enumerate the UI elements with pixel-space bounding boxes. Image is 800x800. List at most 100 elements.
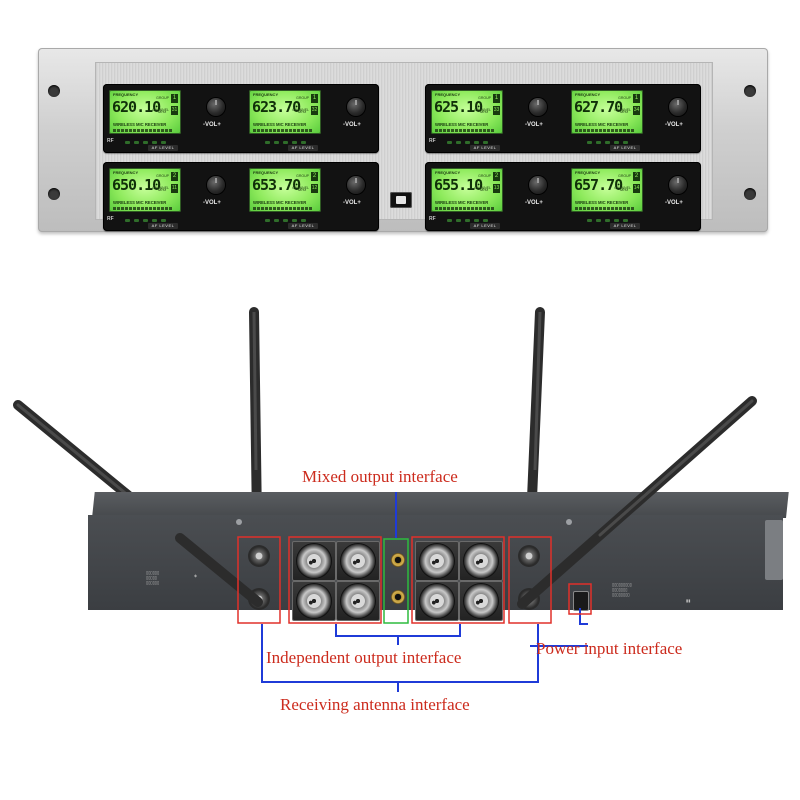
lcd-level-bars xyxy=(435,207,495,210)
rf-led xyxy=(623,141,628,144)
xlr-output-jack[interactable] xyxy=(297,544,331,578)
lcd-channel-value: 32 xyxy=(311,106,318,115)
lcd-group-value: 1 xyxy=(311,94,318,103)
volume-knob[interactable] xyxy=(669,176,687,194)
lcd-receiver-label: WIRELESS MIC RECEIVER xyxy=(113,200,167,205)
af-level-label: AF LEVEL xyxy=(288,145,318,151)
lcd-group-label: GROUP xyxy=(296,96,309,100)
xlr-output-jack[interactable] xyxy=(341,584,375,618)
annotation-independent-output: Independent output interface xyxy=(266,648,462,667)
rf-led xyxy=(134,219,139,222)
box-power-input xyxy=(568,583,592,615)
lcd-group-label: GROUP xyxy=(156,96,169,100)
mixed-output-jack[interactable] xyxy=(391,553,405,567)
lcd-channel-label: CHANNEL xyxy=(614,108,631,112)
lcd-group-label: GROUP xyxy=(296,174,309,178)
lcd-channel-label: CHANNEL xyxy=(292,186,309,190)
lcd-group-value: 1 xyxy=(493,94,500,103)
lcd-level-bars xyxy=(575,207,635,210)
lcd-receiver-label: WIRELESS MIC RECEIVER xyxy=(575,122,629,127)
lcd-channel-label: CHANNEL xyxy=(152,108,169,112)
volume-label: -VOL+ xyxy=(665,122,683,128)
lcd-group-label: GROUP xyxy=(478,96,491,100)
xlr-output-jack[interactable] xyxy=(464,544,498,578)
volume-knob[interactable] xyxy=(347,176,365,194)
rack-ear-right xyxy=(765,520,783,580)
rf-led xyxy=(605,219,610,222)
volume-label: -VOL+ xyxy=(203,122,221,128)
lcd-channel-value: 33 xyxy=(493,106,500,115)
volume-knob[interactable] xyxy=(529,176,547,194)
xlr-output-jack[interactable] xyxy=(420,584,454,618)
volume-label: -VOL+ xyxy=(203,200,221,206)
rf-label: RF xyxy=(429,138,436,144)
lcd-group-label: GROUP xyxy=(618,96,631,100)
lcd-frequency-label: FREQUENCY xyxy=(253,92,279,97)
xlr-output-jack[interactable] xyxy=(464,584,498,618)
warning-label: ▯▯▯▯▯▯▯▯▯▯▯▯▯▯▯▯▯ xyxy=(146,570,160,585)
volume-knob[interactable] xyxy=(669,98,687,116)
rf-led xyxy=(143,219,148,222)
antenna-socket[interactable] xyxy=(248,545,270,567)
volume-knob[interactable] xyxy=(207,176,225,194)
volume-label: -VOL+ xyxy=(525,200,543,206)
rf-led xyxy=(265,141,270,144)
rf-led xyxy=(274,141,279,144)
antenna-right-outer xyxy=(517,396,757,609)
lcd-group-label: GROUP xyxy=(156,174,169,178)
rf-led xyxy=(447,219,452,222)
screw xyxy=(566,519,572,525)
lcd-level-bars xyxy=(113,129,173,132)
independent-output-plate xyxy=(459,581,503,621)
lcd-receiver-label: WIRELESS MIC RECEIVER xyxy=(435,122,489,127)
lcd-group-value: 2 xyxy=(171,172,178,181)
box-antenna-left xyxy=(237,536,281,624)
af-level-label: AF LEVEL xyxy=(470,145,500,151)
rf-led xyxy=(143,141,148,144)
lcd-channel-value: 31 xyxy=(171,106,178,115)
rf-led xyxy=(483,219,488,222)
rf-led xyxy=(265,219,270,222)
mixed-output-jack[interactable] xyxy=(391,590,405,604)
power-switch[interactable] xyxy=(390,192,412,208)
volume-knob[interactable] xyxy=(529,98,547,116)
screw xyxy=(236,519,242,525)
xlr-output-jack[interactable] xyxy=(420,544,454,578)
lcd-unit: MHz xyxy=(480,109,489,114)
lcd-channel-value: 11 xyxy=(171,184,178,193)
lcd-frequency-value: 650.10 xyxy=(112,176,161,194)
af-level-label: AF LEVEL xyxy=(148,223,178,229)
xlr-output-jack[interactable] xyxy=(341,544,375,578)
lcd-channel-value: 34 xyxy=(633,106,640,115)
lcd-receiver-label: WIRELESS MIC RECEIVER xyxy=(575,200,629,205)
antenna-socket[interactable] xyxy=(518,545,540,567)
independent-output-plate xyxy=(336,581,380,621)
rf-label: RF xyxy=(429,216,436,222)
lcd-channel-label: CHANNEL xyxy=(152,186,169,190)
xlr-output-jack[interactable] xyxy=(297,584,331,618)
rack-mount-hole xyxy=(48,188,60,200)
volume-knob[interactable] xyxy=(207,98,225,116)
rack-mount-hole xyxy=(48,85,60,97)
rf-led xyxy=(605,141,610,144)
lcd-frequency-label: FREQUENCY xyxy=(575,92,601,97)
rf-led xyxy=(614,219,619,222)
rf-led xyxy=(614,141,619,144)
lcd-group-value: 2 xyxy=(311,172,318,181)
volume-knob[interactable] xyxy=(347,98,365,116)
rf-led xyxy=(587,141,592,144)
independent-output-plate xyxy=(459,541,503,581)
certification-mark: ◈ xyxy=(194,573,198,578)
af-level-label: AF LEVEL xyxy=(148,145,178,151)
lcd-unit: MHz xyxy=(620,187,629,192)
af-level-label: AF LEVEL xyxy=(610,145,640,151)
lcd-group-value: 1 xyxy=(171,94,178,103)
rf-led xyxy=(292,141,297,144)
